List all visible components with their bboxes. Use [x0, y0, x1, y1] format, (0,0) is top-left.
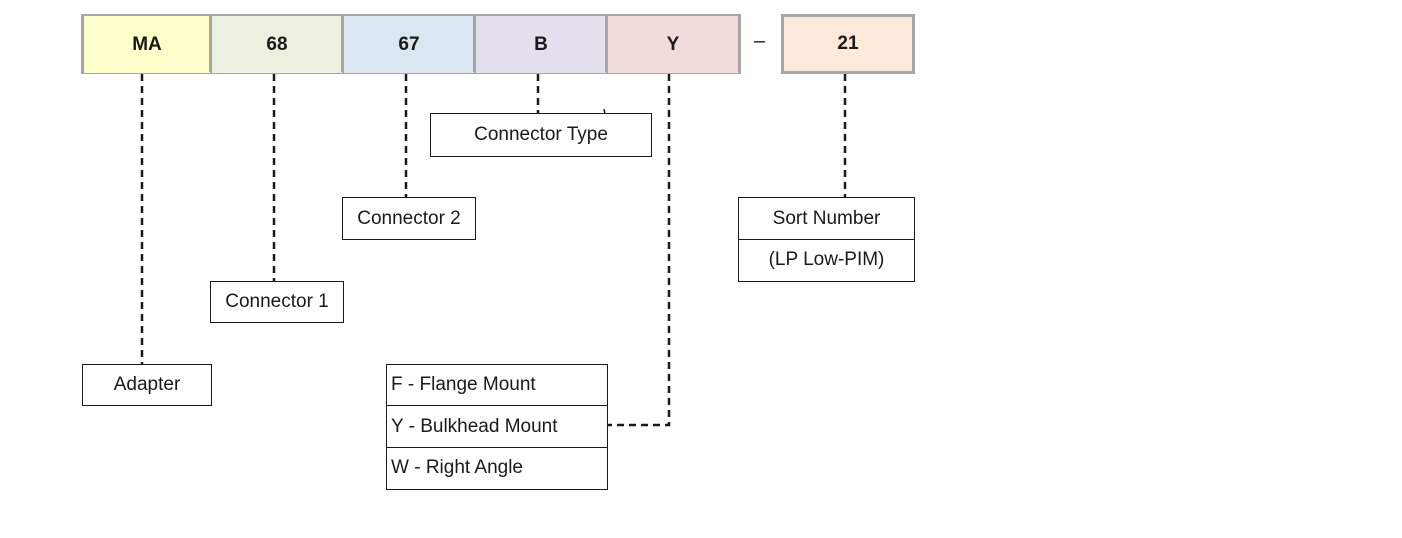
- segment-sort-number-code: 21: [781, 14, 915, 74]
- label-connector-type: Connector Type: [430, 113, 652, 157]
- segment-divider: [473, 16, 476, 72]
- segment-connector1-code: 68: [212, 16, 342, 73]
- segment-mount-code: Y: [608, 16, 738, 73]
- mount-option-bulkhead: Y - Bulkhead Mount: [387, 406, 607, 448]
- segment-connector-type-code: B: [476, 16, 606, 73]
- mount-option-right-angle: W - Right Angle: [391, 457, 523, 478]
- mount-options-table: F - Flange Mount Y - Bulkhead Mount W - …: [386, 364, 608, 490]
- segment-divider: [341, 16, 344, 72]
- segment-divider: [605, 16, 608, 72]
- mount-option-flange: F - Flange Mount: [387, 365, 607, 406]
- sort-number-note: (LP Low-PIM): [768, 249, 885, 270]
- sort-number-label: Sort Number: [739, 198, 914, 240]
- part-number-dash: –: [754, 30, 766, 52]
- segment-adapter-code: MA: [84, 16, 210, 73]
- label-adapter: Adapter: [82, 364, 212, 406]
- sort-number-table: Sort Number (LP Low-PIM): [738, 197, 915, 282]
- segment-connector2-code: 67: [344, 16, 474, 73]
- segment-divider: [209, 16, 212, 72]
- label-connector1: Connector 1: [210, 281, 344, 323]
- label-connector2: Connector 2: [342, 197, 476, 240]
